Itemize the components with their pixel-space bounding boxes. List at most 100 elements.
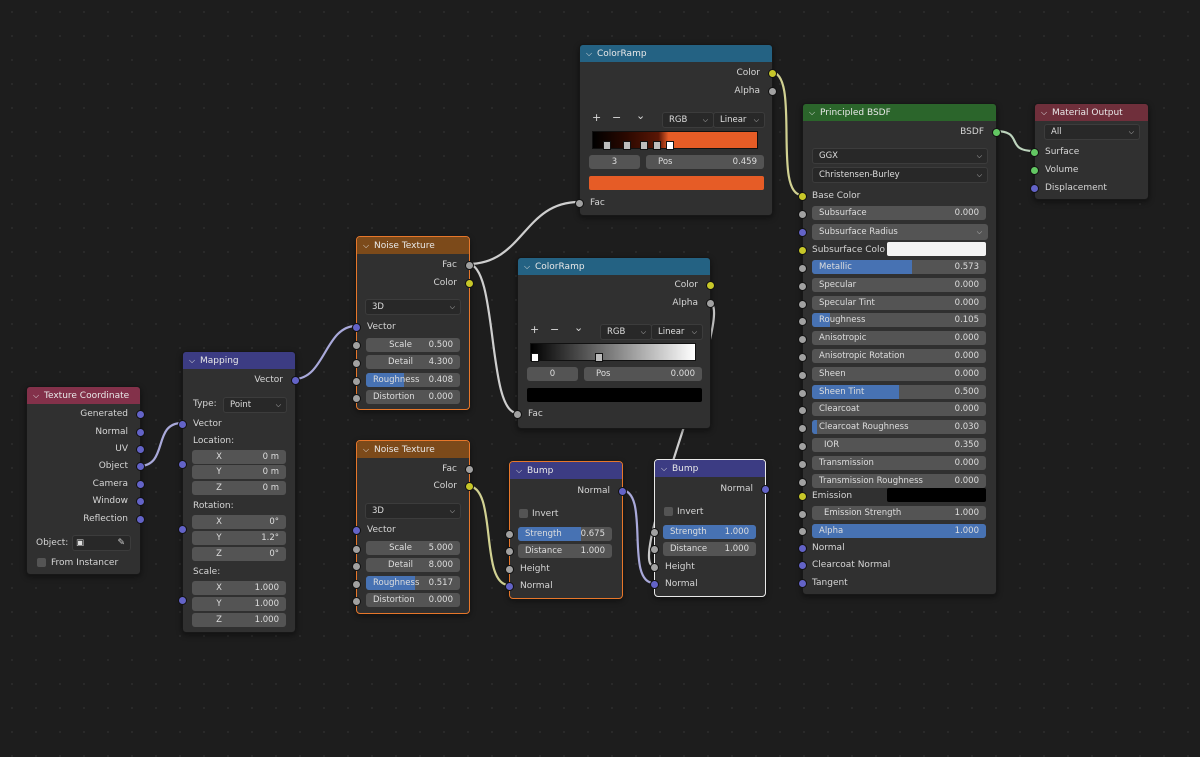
interpolation-dropdown[interactable]: Linear⌵ — [651, 324, 703, 340]
ramp-stop-handle[interactable] — [640, 141, 648, 150]
subsurface-radius-field[interactable]: Subsurface Radius⌵ — [812, 224, 988, 240]
collapse-chevron-icon[interactable]: ⌵ — [1041, 108, 1048, 117]
add-stop-button[interactable]: + — [530, 323, 540, 336]
color-mode-dropdown[interactable]: RGB⌵ — [662, 112, 714, 128]
ramp-stop-handle[interactable] — [603, 141, 611, 150]
ramp-stop-handle[interactable] — [623, 141, 631, 150]
material-output-node[interactable]: ⌵Material Output All⌵ Surface Volume Dis… — [1030, 103, 1149, 200]
node-header[interactable]: ⌵Noise Texture — [357, 237, 469, 254]
socket-input[interactable] — [505, 530, 514, 539]
socket-output[interactable] — [465, 465, 474, 474]
socket-input[interactable] — [352, 597, 361, 606]
socket-input[interactable] — [798, 424, 807, 433]
ramp-menu-button[interactable]: ⌄ — [636, 109, 646, 122]
socket-input[interactable] — [178, 596, 187, 605]
stop-color-swatch[interactable] — [527, 388, 702, 402]
socket-input[interactable] — [352, 377, 361, 386]
socket-output[interactable] — [136, 428, 145, 437]
socket-input[interactable] — [650, 580, 659, 589]
socket-output[interactable] — [706, 281, 715, 290]
socket-input[interactable] — [352, 394, 361, 403]
socket-output[interactable] — [136, 462, 145, 471]
socket-output[interactable] — [768, 87, 777, 96]
socket-input[interactable] — [1030, 148, 1039, 157]
socket-output[interactable] — [291, 376, 300, 385]
mapping-node[interactable]: ⌵Mapping Vector Type: Point⌵ Vector Loca… — [178, 351, 300, 633]
socket-input[interactable] — [1030, 166, 1039, 175]
socket-input[interactable] — [650, 545, 659, 554]
socket-input[interactable] — [352, 562, 361, 571]
socket-input[interactable] — [798, 264, 807, 273]
invert-checkbox[interactable] — [519, 509, 528, 518]
socket-input[interactable] — [798, 561, 807, 570]
socket-input[interactable] — [798, 492, 807, 501]
socket-output[interactable] — [992, 128, 1001, 137]
socket-input[interactable] — [798, 371, 807, 380]
collapse-chevron-icon[interactable]: ⌵ — [661, 464, 668, 473]
interpolation-dropdown[interactable]: Linear⌵ — [713, 112, 765, 128]
invert-checkbox[interactable] — [664, 507, 673, 516]
socket-input[interactable] — [798, 228, 807, 237]
noise-texture-node-2[interactable]: ⌵Noise Texture Fac Color 3D⌵ Vector Scal… — [352, 440, 474, 614]
noise-texture-node-1[interactable]: ⌵Noise Texture Fac Color 3D⌵ Vector Scal… — [352, 236, 474, 410]
socket-input[interactable] — [798, 246, 807, 255]
socket-input[interactable] — [798, 282, 807, 291]
ramp-menu-button[interactable]: ⌄ — [574, 321, 584, 334]
socket-output[interactable] — [465, 482, 474, 491]
from-instancer-checkbox[interactable] — [37, 558, 46, 567]
collapse-chevron-icon[interactable]: ⌵ — [33, 391, 40, 400]
node-header[interactable]: ⌵Principled BSDF — [803, 104, 996, 121]
socket-input[interactable] — [1030, 184, 1039, 193]
collapse-chevron-icon[interactable]: ⌵ — [524, 262, 531, 271]
node-header[interactable]: ⌵ColorRamp — [580, 45, 772, 62]
socket-output[interactable] — [136, 480, 145, 489]
socket-input[interactable] — [352, 323, 361, 332]
socket-input[interactable] — [650, 563, 659, 572]
socket-input[interactable] — [505, 547, 514, 556]
node-header[interactable]: ⌵Mapping — [183, 352, 295, 369]
node-header[interactable]: ⌵Bump — [655, 460, 765, 477]
node-header[interactable]: ⌵Noise Texture — [357, 441, 469, 458]
dimensions-dropdown[interactable]: 3D⌵ — [365, 503, 461, 519]
socket-output[interactable] — [465, 279, 474, 288]
collapse-chevron-icon[interactable]: ⌵ — [516, 466, 523, 475]
principled-bsdf-node[interactable]: ⌵Principled BSDF BSDF GGX⌵ Christensen-B… — [798, 103, 1001, 595]
socket-input[interactable] — [352, 545, 361, 554]
socket-input[interactable] — [352, 341, 361, 350]
socket-input[interactable] — [798, 510, 807, 519]
socket-input[interactable] — [352, 526, 361, 535]
collapse-chevron-icon[interactable]: ⌵ — [809, 108, 816, 117]
remove-stop-button[interactable]: − — [550, 323, 560, 336]
type-dropdown[interactable]: Point⌵ — [223, 397, 287, 413]
dimensions-dropdown[interactable]: 3D⌵ — [365, 299, 461, 315]
socket-input[interactable] — [352, 580, 361, 589]
socket-input[interactable] — [575, 199, 584, 208]
collapse-chevron-icon[interactable]: ⌵ — [586, 49, 593, 58]
socket-input[interactable] — [798, 210, 807, 219]
socket-output[interactable] — [768, 69, 777, 78]
stop-index-field[interactable]: 3 — [589, 155, 640, 169]
ramp-stop-handle-active[interactable] — [666, 141, 674, 150]
